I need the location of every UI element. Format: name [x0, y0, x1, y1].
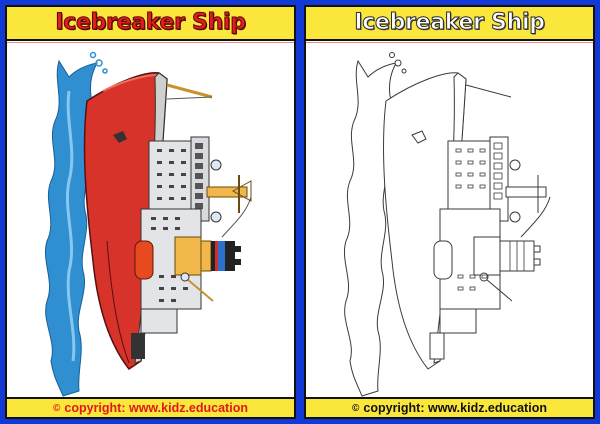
- copyright-link[interactable]: copyright: www.kidz.education: [363, 401, 547, 415]
- card-header: Icebreaker Ship: [7, 7, 294, 43]
- flashcard-colored: Icebreaker Ship: [5, 5, 296, 419]
- card-title: Icebreaker Ship: [354, 10, 546, 35]
- copyright-icon: ©: [352, 402, 360, 414]
- icebreaker-ship-colored-illustration: [45, 51, 252, 397]
- card-footer: © copyright: www.kidz.education: [306, 397, 593, 417]
- copyright-icon: ©: [53, 402, 61, 414]
- copyright-link[interactable]: copyright: www.kidz.education: [64, 401, 248, 415]
- card-title: Icebreaker Ship: [55, 10, 247, 35]
- flashcard-outline: Icebreaker Ship: [304, 5, 595, 419]
- illustration-area: [306, 41, 593, 397]
- icebreaker-ship-outline-illustration: [344, 52, 551, 397]
- card-footer: © copyright: www.kidz.education: [7, 397, 294, 417]
- illustration-area: [7, 41, 294, 397]
- card-header: Icebreaker Ship: [306, 7, 593, 43]
